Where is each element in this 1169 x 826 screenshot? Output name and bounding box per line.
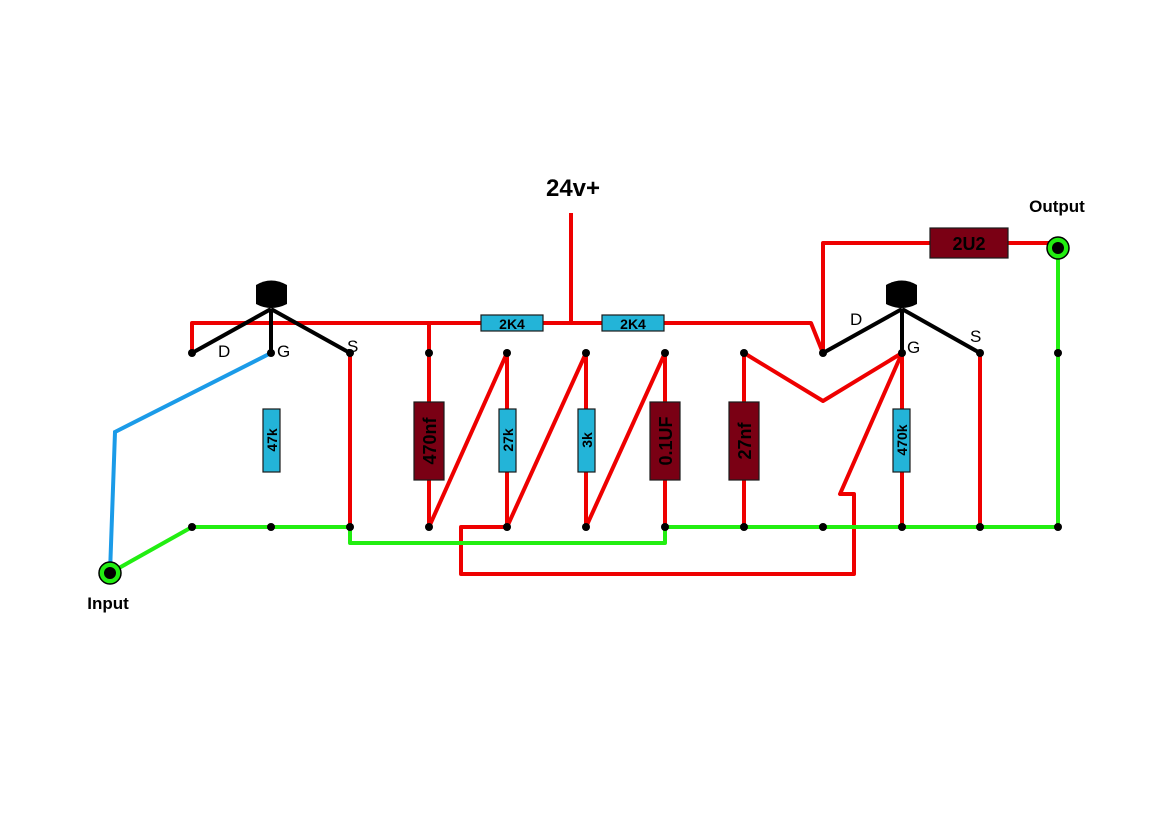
svg-text:47k: 47k bbox=[264, 428, 280, 452]
drain-label: D bbox=[218, 342, 230, 361]
junction-nodes bbox=[188, 349, 1062, 531]
transistor-body bbox=[256, 280, 287, 308]
svg-text:2K4: 2K4 bbox=[620, 316, 646, 332]
resistor-2k4-a: 2K4 bbox=[480, 314, 544, 332]
resistor-47k: 47k bbox=[262, 408, 281, 473]
svg-text:0.1UF: 0.1UF bbox=[656, 416, 676, 465]
gate-label: G bbox=[907, 338, 920, 357]
capacitor-0-1uf: 0.1UF bbox=[649, 401, 681, 481]
resistor-3k: 3k bbox=[577, 408, 596, 473]
svg-text:470k: 470k bbox=[894, 424, 910, 455]
supply-label: 24v+ bbox=[546, 175, 600, 202]
input-jack bbox=[98, 561, 122, 585]
transistor-2: D G S bbox=[822, 280, 981, 357]
gate-label: G bbox=[277, 342, 290, 361]
capacitor-470nf: 470nf bbox=[413, 401, 445, 481]
resistor-2k4-b: 2K4 bbox=[601, 314, 665, 332]
output-jack bbox=[1046, 236, 1070, 260]
capacitor-2u2: 2U2 bbox=[929, 227, 1009, 259]
input-wire bbox=[108, 351, 272, 574]
input-label: Input bbox=[87, 594, 129, 613]
source-label: S bbox=[970, 327, 981, 346]
source-label: S bbox=[347, 337, 358, 356]
svg-text:2K4: 2K4 bbox=[499, 316, 525, 332]
svg-text:470nf: 470nf bbox=[420, 416, 440, 464]
drain-label: D bbox=[850, 310, 862, 329]
output-label: Output bbox=[1029, 197, 1085, 216]
svg-text:3k: 3k bbox=[579, 432, 595, 448]
transistor-body bbox=[886, 280, 917, 308]
transistor-1: D G S bbox=[191, 280, 358, 361]
svg-text:27k: 27k bbox=[500, 428, 516, 452]
capacitor-27nf: 27nf bbox=[728, 401, 760, 481]
resistor-470k: 470k bbox=[892, 408, 911, 473]
svg-text:2U2: 2U2 bbox=[952, 234, 985, 254]
resistor-27k: 27k bbox=[498, 408, 517, 473]
svg-text:27nf: 27nf bbox=[735, 421, 755, 459]
supply-wires bbox=[190, 213, 1058, 576]
